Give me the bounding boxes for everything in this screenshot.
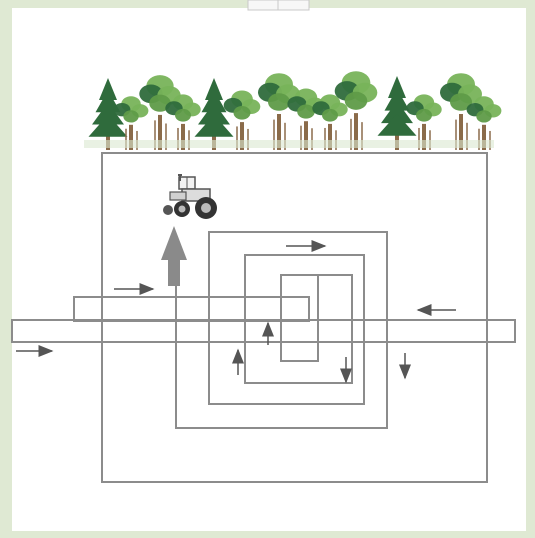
tree-icon — [113, 96, 149, 150]
header-tab — [247, 0, 310, 11]
tree-icon — [334, 71, 378, 150]
inner-block — [280, 274, 319, 362]
tree-icon — [88, 78, 128, 150]
left-border — [0, 0, 12, 538]
tree-icon — [377, 76, 417, 150]
tree-icon — [406, 94, 442, 150]
field-boundary — [101, 152, 488, 483]
forest-edge — [84, 71, 502, 150]
tree-icon — [165, 94, 201, 150]
tree-icon — [194, 78, 234, 150]
lower-strip — [11, 319, 516, 343]
tree-icon — [223, 90, 261, 150]
forest-floor — [84, 140, 494, 148]
tree-icon — [440, 73, 482, 150]
big-up-arrow-icon — [161, 226, 187, 286]
bottom-border — [0, 531, 535, 538]
tractor-icon — [163, 174, 217, 219]
tree-icon — [466, 96, 502, 150]
right-border — [526, 0, 535, 538]
